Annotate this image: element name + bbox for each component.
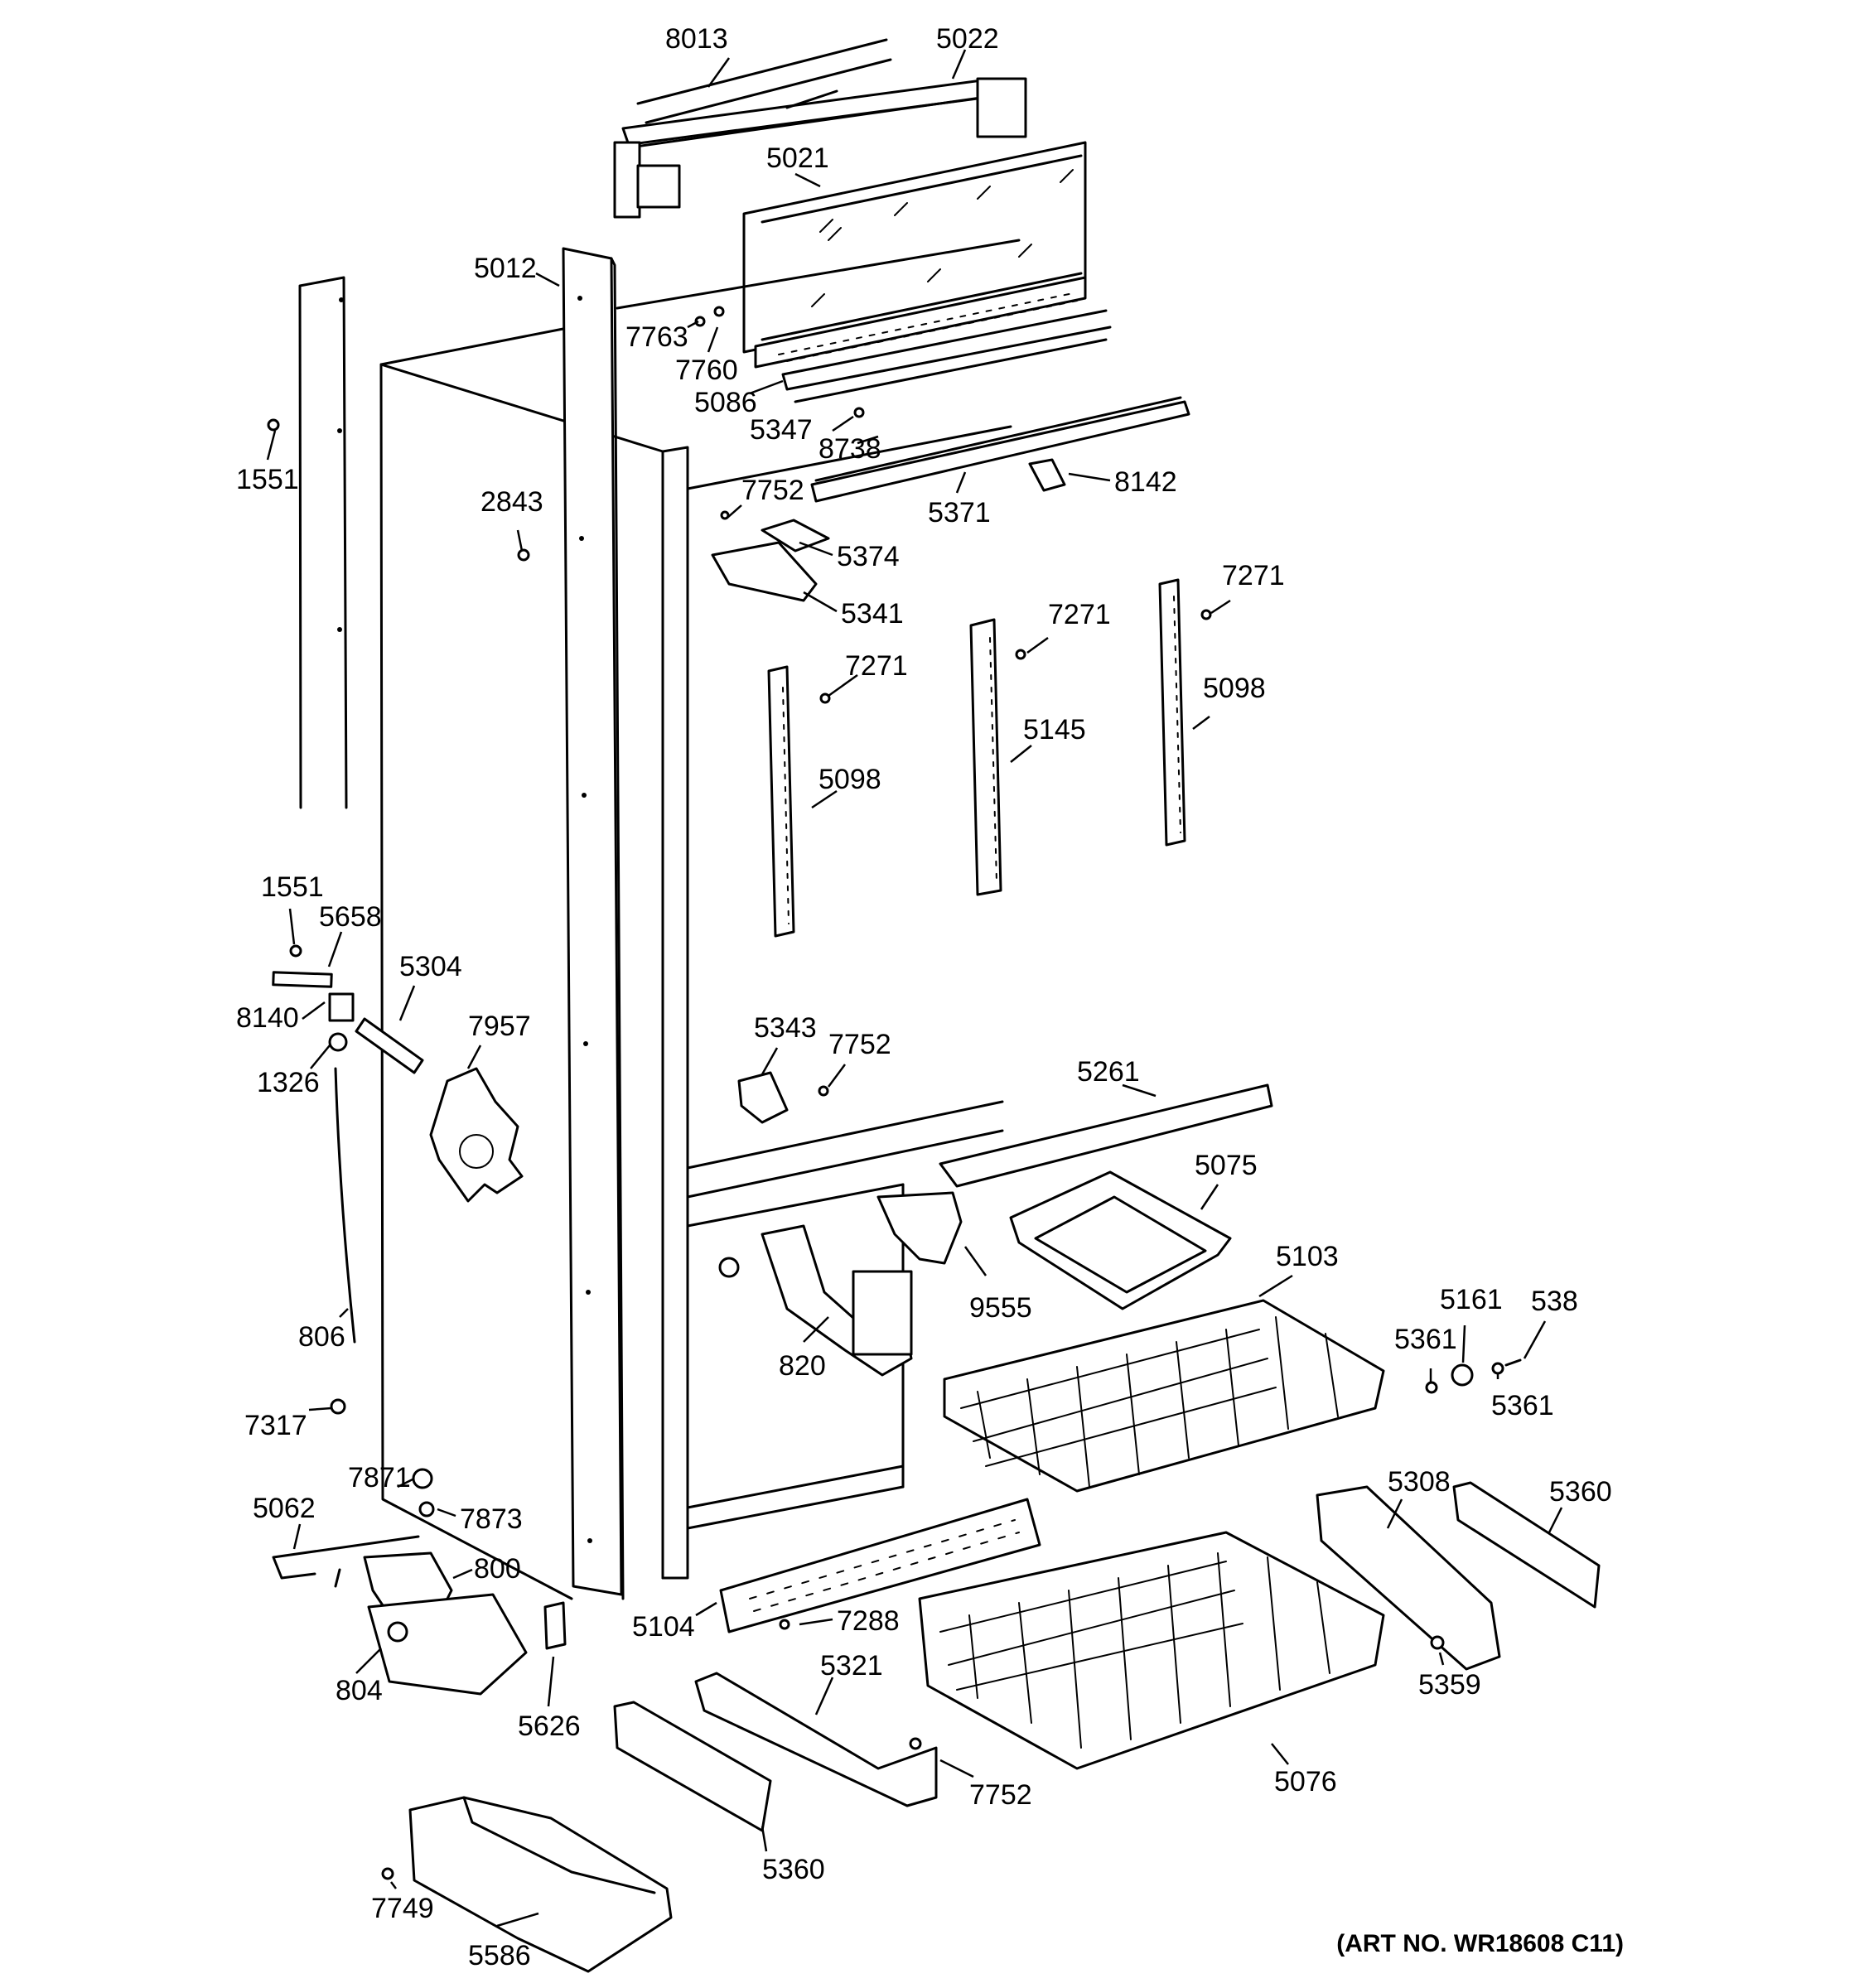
drawer-cover bbox=[939, 1083, 1273, 1188]
callout-5586: 5586 bbox=[468, 1940, 531, 1971]
callout-2843: 2843 bbox=[480, 486, 543, 518]
callout-9555: 9555 bbox=[969, 1292, 1032, 1324]
callout-1551-lower: 1551 bbox=[261, 871, 324, 903]
callout-5343: 5343 bbox=[754, 1012, 817, 1044]
top-trim-rail bbox=[613, 38, 1027, 219]
callout-7752-lower: 7752 bbox=[969, 1779, 1032, 1811]
screws bbox=[267, 306, 1445, 1880]
callout-7317: 7317 bbox=[244, 1410, 307, 1441]
upper-brackets bbox=[711, 458, 1066, 1124]
callout-5098-right: 5098 bbox=[1203, 673, 1266, 704]
cabinet-body bbox=[379, 239, 1021, 1600]
callout-5347: 5347 bbox=[750, 414, 813, 446]
callout-5658: 5658 bbox=[319, 901, 382, 933]
water-valve-assembly bbox=[272, 1468, 567, 1696]
light-lens-trim bbox=[810, 396, 1190, 503]
callout-5062: 5062 bbox=[253, 1493, 316, 1524]
callout-5075: 5075 bbox=[1195, 1150, 1258, 1181]
callout-5360-right: 5360 bbox=[1549, 1476, 1612, 1508]
upper-basket bbox=[943, 1299, 1385, 1493]
shelf-ladders bbox=[767, 578, 1186, 938]
callout-7871: 7871 bbox=[348, 1462, 411, 1493]
leader-lines bbox=[266, 49, 1563, 1928]
callout-5359: 5359 bbox=[1418, 1669, 1481, 1701]
callout-labels: 8013 5022 5021 5012 7763 7760 5086 5347 … bbox=[236, 23, 1612, 1971]
callout-5361-left: 5361 bbox=[1394, 1324, 1457, 1355]
ice-bucket bbox=[1009, 1170, 1232, 1310]
perforated-cover bbox=[719, 1498, 1041, 1633]
callout-5161: 5161 bbox=[1440, 1284, 1503, 1315]
basket-hardware bbox=[1425, 1358, 1522, 1394]
callout-7749: 7749 bbox=[371, 1893, 434, 1924]
center-mullion bbox=[562, 247, 625, 1600]
callout-5304: 5304 bbox=[399, 951, 462, 982]
callout-7760: 7760 bbox=[675, 355, 738, 386]
callout-5021: 5021 bbox=[766, 142, 829, 174]
machine-compartment-cover bbox=[408, 1796, 673, 1973]
callout-5076: 5076 bbox=[1274, 1766, 1337, 1797]
callout-5261: 5261 bbox=[1077, 1056, 1140, 1088]
callout-1551-upper: 1551 bbox=[236, 464, 299, 495]
callout-8738: 8738 bbox=[819, 433, 881, 465]
callout-5086: 5086 bbox=[694, 387, 757, 418]
callout-5104: 5104 bbox=[632, 1611, 695, 1643]
callout-7271-right: 7271 bbox=[1222, 560, 1285, 591]
callout-7763: 7763 bbox=[625, 321, 688, 353]
callout-5012: 5012 bbox=[474, 253, 537, 284]
callout-7752-mid: 7752 bbox=[828, 1029, 891, 1060]
right-drawer-panels bbox=[1316, 1481, 1601, 1671]
callout-5360-lower: 5360 bbox=[762, 1854, 825, 1885]
callout-5374: 5374 bbox=[837, 541, 900, 572]
callout-8140: 8140 bbox=[236, 1002, 299, 1034]
water-line-parts bbox=[272, 971, 424, 1344]
callout-1326: 1326 bbox=[257, 1067, 320, 1098]
callout-5626: 5626 bbox=[518, 1711, 581, 1742]
ice-maker bbox=[718, 1191, 963, 1377]
callout-804: 804 bbox=[336, 1675, 383, 1706]
callout-8142: 8142 bbox=[1114, 466, 1177, 498]
callout-5022: 5022 bbox=[936, 23, 999, 55]
callout-806: 806 bbox=[298, 1321, 345, 1353]
lower-basket bbox=[918, 1531, 1385, 1770]
callout-5321: 5321 bbox=[820, 1650, 883, 1682]
callout-7752-upper: 7752 bbox=[741, 475, 804, 506]
callout-5098-left: 5098 bbox=[819, 764, 881, 795]
left-side-strip bbox=[298, 276, 348, 809]
callout-7873: 7873 bbox=[460, 1503, 523, 1535]
callout-5145: 5145 bbox=[1023, 714, 1086, 746]
callout-7957: 7957 bbox=[468, 1011, 531, 1042]
callout-820: 820 bbox=[779, 1350, 826, 1382]
callout-800: 800 bbox=[474, 1553, 521, 1585]
callout-5371: 5371 bbox=[928, 497, 991, 528]
callout-5103: 5103 bbox=[1276, 1241, 1339, 1272]
callout-538: 538 bbox=[1531, 1286, 1578, 1317]
heater-element bbox=[429, 1067, 524, 1203]
callout-7271-mid: 7271 bbox=[1048, 599, 1111, 630]
callout-7288: 7288 bbox=[837, 1605, 900, 1637]
callout-7271-left: 7271 bbox=[845, 650, 908, 682]
art-number: (ART NO. WR18608 C11) bbox=[1336, 1930, 1624, 1957]
lower-drawer-panels bbox=[613, 1672, 938, 1832]
callout-5308: 5308 bbox=[1388, 1466, 1451, 1498]
perforated-trim bbox=[754, 276, 1112, 403]
callout-5361-right: 5361 bbox=[1491, 1390, 1554, 1421]
callout-5341: 5341 bbox=[841, 598, 904, 630]
callout-8013: 8013 bbox=[665, 23, 728, 55]
